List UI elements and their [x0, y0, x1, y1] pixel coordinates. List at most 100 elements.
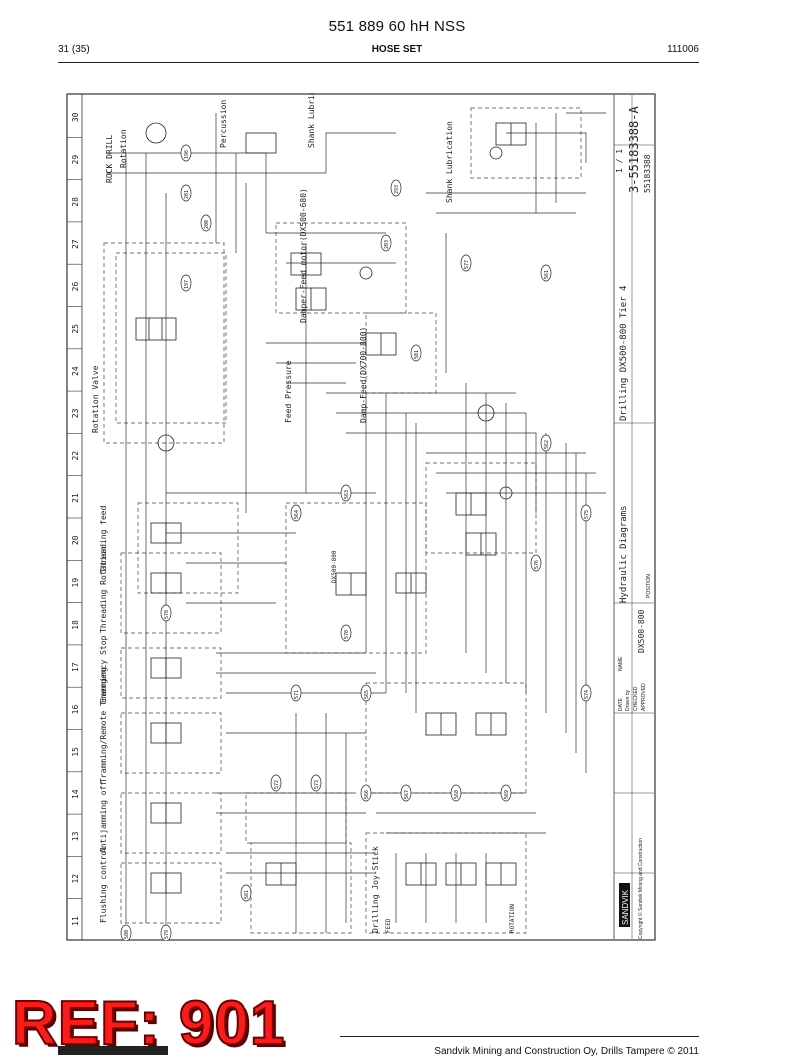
- column-number: 15: [71, 747, 80, 757]
- hose-tag-number: 578: [164, 610, 170, 619]
- hose-tag-oval: [180, 144, 192, 162]
- checked-label: CHECKED: [633, 686, 639, 711]
- hose-tag-oval: [380, 234, 392, 252]
- hose-tag-number: 580: [124, 930, 130, 939]
- footer-copyright: Sandvik Mining and Construction Oy, Dril…: [434, 1046, 699, 1057]
- label-antijamming: Antijamming off: [99, 781, 108, 853]
- hose-tag-number: 569: [504, 790, 510, 799]
- label-damp-feed: Damp-Feed(DX700-800): [359, 327, 368, 423]
- drawing-number: 3-55183388-A: [627, 106, 641, 193]
- hose-tag-oval: [450, 784, 462, 802]
- position-label: POSITION: [646, 574, 652, 598]
- sandvik-logo: [619, 883, 630, 927]
- hose-tag-number: 196: [184, 150, 190, 159]
- hose-tag-number: 566: [364, 790, 370, 799]
- hose-tag-number: 576: [534, 560, 540, 569]
- hose-tag-number: 197: [184, 280, 190, 289]
- hose-tag-oval: [540, 434, 552, 452]
- hose-tag-number: 501: [414, 350, 420, 359]
- column-number: 16: [71, 705, 80, 715]
- hose-tag-number: 565: [364, 690, 370, 699]
- label-feed-pressure: Feed Pressure: [284, 360, 293, 423]
- hose-tag-oval: [530, 554, 542, 572]
- hose-tag-number: 563: [344, 490, 350, 499]
- hose-tag-oval: [120, 924, 132, 941]
- column-number: 26: [71, 282, 80, 292]
- label-shank-lubrication-2: Shank Lubrication: [445, 121, 454, 203]
- hose-tag-oval: [240, 884, 252, 902]
- hose-tag-number: 579: [164, 930, 170, 939]
- column-number: 21: [71, 493, 80, 503]
- name-label: NAME: [618, 656, 624, 671]
- footer-divider: [340, 1036, 699, 1037]
- hose-tag-oval: [180, 274, 192, 292]
- label-threading-rotation: Threading Rotation: [99, 546, 108, 633]
- hose-tag-number: 575: [584, 510, 590, 519]
- label-emergency-stop: Emergency Stop: [99, 635, 108, 703]
- hose-tag-oval: [360, 784, 372, 802]
- footer-logo-bar: [58, 1046, 168, 1055]
- subsystem-boundaries: [103, 107, 582, 934]
- hose-tag-number: 577: [464, 260, 470, 269]
- date-label: DATE: [618, 697, 624, 711]
- hose-tag-number: 567: [404, 790, 410, 799]
- label-flushing-control: Flushing control: [99, 846, 108, 923]
- model-text: DX500-800: [637, 609, 646, 653]
- label-rock-drill: ROCK DRILL: [105, 135, 114, 183]
- column-number: 29: [71, 155, 80, 165]
- hose-tag-oval: [180, 184, 192, 202]
- drawn-label: Drawn by: [625, 689, 631, 711]
- column-number: 28: [71, 197, 80, 207]
- label-feed: FEED: [385, 918, 392, 933]
- column-number: 19: [71, 578, 80, 588]
- hose-tag-oval: [580, 684, 592, 702]
- hose-tag-number: 571: [294, 690, 300, 699]
- hose-tag-oval: [410, 344, 422, 362]
- hose-tag-number: 200: [204, 220, 210, 229]
- hose-tag-number: 570: [344, 630, 350, 639]
- hose-tag-number: 568: [454, 790, 460, 799]
- title-hydraulic: Hydraulic Diagrams: [619, 505, 629, 603]
- column-number: 22: [71, 451, 80, 461]
- hose-tag-oval: [270, 774, 282, 792]
- column-number: 25: [71, 324, 80, 334]
- section-title: HOSE SET: [371, 44, 423, 55]
- column-number: 23: [71, 408, 80, 418]
- column-number: 27: [71, 239, 80, 249]
- approved-label: APPROVED: [641, 683, 647, 711]
- hose-tag-number: 564: [294, 510, 300, 519]
- title-block: SANDVIK Copyright © Sandvik Mining and C…: [613, 95, 654, 939]
- column-number: 20: [71, 535, 80, 545]
- hose-tag-oval: [340, 624, 352, 642]
- label-shank-lubrication: Shank Lubrication: [307, 93, 316, 148]
- hose-tag-oval: [580, 504, 592, 522]
- hose-tag-oval: [310, 774, 322, 792]
- label-rotation-valve: Rotation Valve: [91, 365, 100, 433]
- company-name: SANDVIK: [621, 889, 630, 925]
- hose-tag-number: 581: [244, 890, 250, 899]
- hose-tag-number: 573: [314, 780, 320, 789]
- hydraulic-lines: [106, 112, 606, 933]
- sheet-number: 1 / 1: [615, 149, 624, 173]
- document-date: 111006: [667, 44, 699, 55]
- cad-number: 55183388: [643, 154, 652, 193]
- column-number: 30: [71, 112, 80, 122]
- column-number: 12: [71, 874, 80, 884]
- diagram-frame: [66, 93, 656, 941]
- hose-tag-number: 572: [274, 780, 280, 789]
- hose-tag-oval: [500, 784, 512, 802]
- hose-tag-number: 293: [394, 185, 400, 194]
- column-number: 13: [71, 831, 80, 841]
- hose-tag-number: 201: [184, 190, 190, 199]
- column-number: 24: [71, 366, 80, 376]
- label-rotation: Rotation: [119, 129, 128, 168]
- document-title: 551 889 60 hH NSS: [328, 18, 466, 35]
- hose-tag-oval: [160, 924, 172, 941]
- label-damper-feed-motor: Damper-Feed motor(DX500-680): [299, 188, 308, 323]
- header-divider: [58, 62, 699, 63]
- label-tramming: Tramming/Remote Tramming: [99, 667, 108, 783]
- hydraulic-diagram: 3029282726252423222120191817161514131211…: [66, 93, 656, 941]
